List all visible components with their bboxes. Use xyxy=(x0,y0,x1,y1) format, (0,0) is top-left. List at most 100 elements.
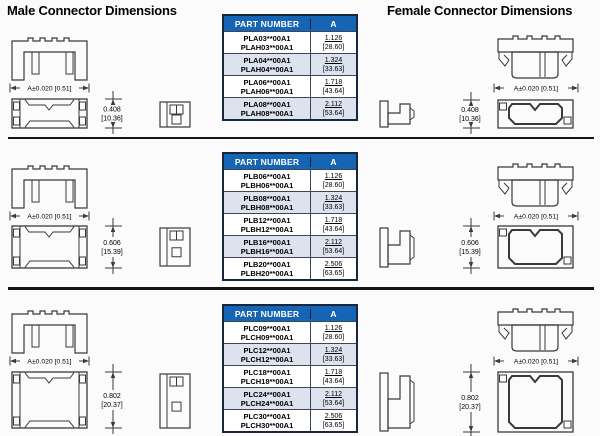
drawing-rect xyxy=(563,116,572,125)
dim-a-column-header: A xyxy=(330,156,337,167)
part-number-line: PLA06**00A1 xyxy=(243,77,291,87)
drawing-path xyxy=(11,310,88,354)
dim-a-label: A±0.020 [0.51] xyxy=(514,358,558,365)
dim-a-cell: 2.506[63.65] xyxy=(311,258,356,279)
part-number-line: PLCH09**00A1 xyxy=(240,332,294,342)
drawing-rect xyxy=(65,179,74,203)
dimension-arrowhead xyxy=(494,85,500,91)
part-number-line: PLB06**00A1 xyxy=(243,171,291,181)
drawing-rect xyxy=(379,227,389,268)
drawing-path xyxy=(498,52,510,67)
dim-a-label: A±0.020 [0.51] xyxy=(27,358,71,365)
part-number-line: PLC18**00A1 xyxy=(243,367,291,377)
dim-a-label: A±0.020 [0.51] xyxy=(514,85,558,92)
vertical-dim-inches: 0.606 xyxy=(461,240,479,247)
drawing-rect xyxy=(79,416,86,426)
dimension-arrowhead xyxy=(110,372,116,378)
dimension-arrowhead xyxy=(468,426,474,432)
dimension-arrowhead xyxy=(83,85,89,91)
part-number-line: PLCH24**00A1 xyxy=(240,398,294,408)
dim-a-inches: 1.324 xyxy=(324,56,343,64)
female-drawings: A±0.020 [0.51]0.606[15.39] xyxy=(379,163,579,274)
drawing-rect xyxy=(11,98,88,129)
drawing-path xyxy=(24,99,75,111)
male-drawings: A±0.020 [0.51]0.606[15.39] xyxy=(9,165,191,274)
vertical-dim-inches: 0.408 xyxy=(461,107,479,114)
dim-a-column-header: A xyxy=(330,18,337,29)
drawing-path xyxy=(511,51,559,79)
part-number-line: PLAH08**00A1 xyxy=(240,108,294,118)
dim-a-inches: 2.112 xyxy=(325,100,342,108)
part-number-column-header: PART NUMBER xyxy=(224,308,311,319)
dim-a-inches: 1.718 xyxy=(324,368,343,376)
part-number-line: PLB12**00A1 xyxy=(243,215,291,225)
drawing-path xyxy=(387,375,411,429)
dimension-arrowhead xyxy=(110,422,116,428)
dim-a-label: A±0.020 [0.51] xyxy=(27,85,71,92)
part-number-line: PLB16**00A1 xyxy=(243,237,291,247)
dim-a-mm: [43.64] xyxy=(322,87,345,95)
part-number-line: PLC12**00A1 xyxy=(243,345,291,355)
drawing-path xyxy=(409,234,415,261)
drawing-path xyxy=(561,52,573,67)
dimension-arrowhead xyxy=(110,262,116,268)
drawing-path xyxy=(409,379,415,425)
dim-a-mm: [53.64] xyxy=(322,247,345,255)
drawing-path xyxy=(387,230,411,265)
drawing-rect xyxy=(79,101,86,111)
male-connector-heading: Male Connector Dimensions xyxy=(7,3,177,18)
dim-a-cell: 1.324[33.63] xyxy=(311,192,356,213)
part-number-column-header: PART NUMBER xyxy=(224,18,311,29)
drawing-path xyxy=(387,103,411,125)
dimension-arrowhead xyxy=(572,213,578,219)
part-number-line: PLBH06**00A1 xyxy=(240,180,294,190)
dim-a-inches: 2.112 xyxy=(325,390,342,398)
dimension-arrowhead xyxy=(110,99,116,105)
dimension-arrowhead xyxy=(468,122,474,128)
dimension-arrowhead xyxy=(572,85,578,91)
drawing-rect xyxy=(497,225,574,269)
dim-a-column-header: A xyxy=(330,308,337,319)
dim-a-mm: [53.64] xyxy=(322,109,345,117)
dim-a-cell: 1.324[33.63] xyxy=(311,344,356,365)
drawing-rect xyxy=(13,374,20,384)
dim-a-cell: 1.324[33.63] xyxy=(311,54,356,75)
dim-a-inches: 2.506 xyxy=(324,412,343,420)
drawing-rect xyxy=(171,247,182,258)
drawing-rect xyxy=(13,256,20,266)
dim-a-inches: 1.718 xyxy=(324,216,343,224)
drawing-rect xyxy=(65,324,74,348)
dim-a-inches: 2.112 xyxy=(325,238,342,246)
part-number-line: PLCH12**00A1 xyxy=(240,354,294,364)
drawing-rect xyxy=(11,371,88,429)
male-drawings: A±0.020 [0.51]0.802[20.37] xyxy=(9,310,191,434)
dim-a-label: A±0.020 [0.51] xyxy=(514,213,558,220)
dimension-arrowhead xyxy=(468,226,474,232)
dim-a-mm: [63.65] xyxy=(322,421,345,429)
drawing-rect xyxy=(499,102,507,111)
part-number-line: PLC09**00A1 xyxy=(243,323,291,333)
dim-a-cell: 2.112[53.64] xyxy=(311,388,356,409)
dim-a-cell: 1.718[43.64] xyxy=(311,214,356,235)
dim-a-mm: [43.64] xyxy=(322,377,345,385)
section-divider-1 xyxy=(8,137,594,139)
part-number-line: PLA03**00A1 xyxy=(243,33,291,43)
drawing-path xyxy=(498,325,510,340)
drawing-path xyxy=(497,35,574,53)
dim-a-inches: 1.718 xyxy=(324,78,343,86)
drawing-rect xyxy=(379,100,389,128)
